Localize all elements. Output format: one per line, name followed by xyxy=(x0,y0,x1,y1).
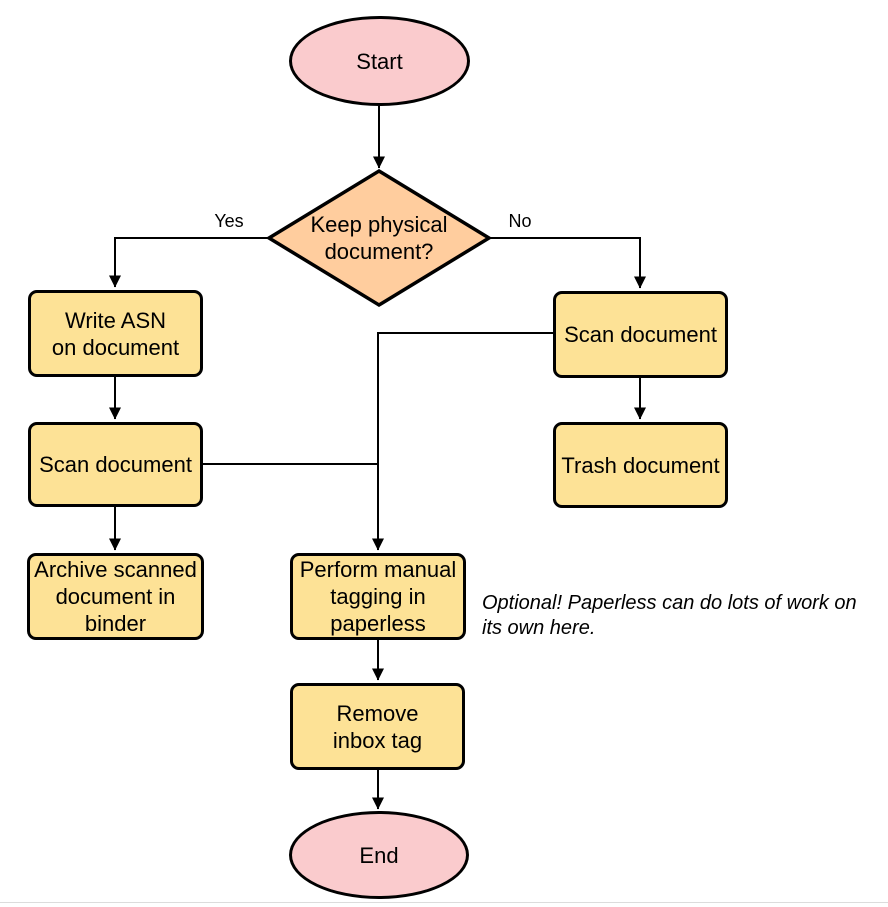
node-label: Archive scanned document in binder xyxy=(34,557,197,636)
edge-decision-scan-right xyxy=(489,237,646,289)
node-archive: Archive scanned document in binder xyxy=(27,553,204,640)
bottom-divider xyxy=(0,902,888,903)
node-label: Remove inbox tag xyxy=(332,700,423,753)
node-scan-left: Scan document xyxy=(28,422,203,507)
node-end: End xyxy=(289,811,469,899)
node-label: Write ASN on document xyxy=(51,307,180,360)
node-label: Keep physical document? xyxy=(310,212,448,264)
node-scan-right: Scan document xyxy=(553,291,728,378)
annotation-note: Optional! Paperless can do lots of work … xyxy=(482,592,857,639)
edge-label-yes: Yes xyxy=(214,211,244,231)
edge-scan-right-tagging xyxy=(372,332,553,551)
node-label: Start xyxy=(356,48,403,74)
node-label: Scan document xyxy=(564,322,717,347)
node-label: Scan document xyxy=(39,452,192,477)
node-write-asn: Write ASN on document xyxy=(28,290,203,377)
node-decision: Keep physical document? xyxy=(269,198,489,278)
node-remove-inbox: Remove inbox tag xyxy=(290,683,465,770)
node-label: Perform manual tagging in paperless xyxy=(299,557,457,636)
node-label: End xyxy=(359,842,399,868)
edge-decision-write-asn xyxy=(109,237,268,288)
node-label: Trash document xyxy=(561,452,720,478)
edge-label-no: No xyxy=(508,211,532,231)
node-decision-shape xyxy=(265,168,493,308)
node-start: Start xyxy=(289,16,470,106)
node-trash: Trash document xyxy=(553,422,728,508)
node-tagging: Perform manual tagging in paperless xyxy=(290,553,466,640)
